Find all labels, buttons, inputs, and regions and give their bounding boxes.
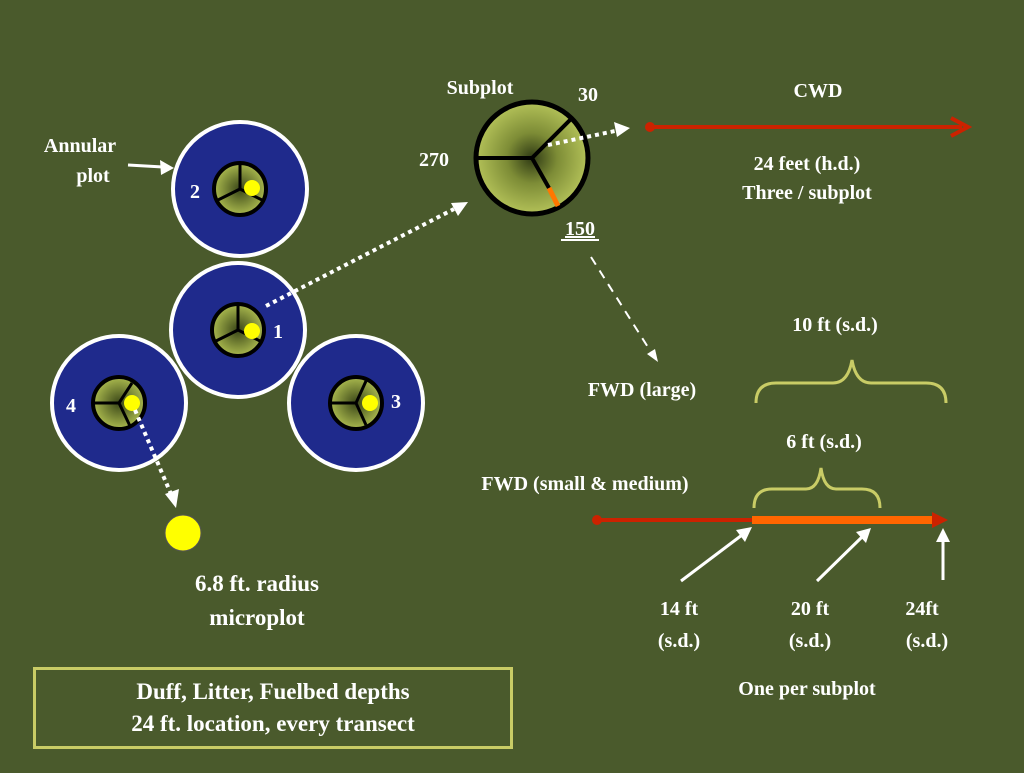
microplot-circle bbox=[164, 514, 202, 552]
fwd-large-brace bbox=[754, 359, 948, 404]
marker-20ft-line1: 20 ft bbox=[791, 598, 830, 620]
marker-14ft-arrow bbox=[680, 527, 752, 583]
depth-note-line2: 24 ft. location, every transect bbox=[131, 711, 415, 736]
fwd-transect-line bbox=[592, 512, 948, 528]
microplot-label-line1: 6.8 ft. radius bbox=[195, 571, 319, 596]
fwd-large-span-label: 10 ft (s.d.) bbox=[792, 314, 878, 336]
azimuth150-to-fwd-dashed-arrow bbox=[590, 256, 658, 362]
subplot-to-cwd-dotted-arrow bbox=[547, 122, 630, 147]
marker-14ft-line2: (s.d.) bbox=[658, 630, 700, 652]
annular-plot-label-line2: plot bbox=[76, 165, 110, 187]
marker-24ft-line2: (s.d.) bbox=[906, 630, 948, 652]
depth-note-line1: Duff, Litter, Fuelbed depths bbox=[136, 679, 410, 704]
marker-20ft-arrow bbox=[815, 528, 871, 583]
subplot-title: Subplot bbox=[447, 77, 514, 99]
fwd-large-label: FWD (large) bbox=[588, 379, 696, 401]
marker-20ft-line2: (s.d.) bbox=[789, 630, 831, 652]
microplot-label-line2: microplot bbox=[209, 605, 305, 630]
subplot-detail bbox=[473, 99, 591, 217]
cwd-length: 24 feet (h.d.) bbox=[754, 153, 861, 175]
azimuth-30-label: 30 bbox=[578, 84, 598, 106]
plot-number-3: 3 bbox=[391, 391, 401, 413]
azimuth-270-label: 270 bbox=[419, 149, 449, 171]
annular-plot-1 bbox=[169, 261, 307, 399]
marker-14ft-line1: 14 ft bbox=[660, 598, 699, 620]
plot1-to-subplot-dotted-arrow bbox=[265, 202, 468, 308]
fwd-small-span-label: 6 ft (s.d.) bbox=[786, 431, 862, 453]
plot4-to-microplot-dotted-arrow bbox=[133, 409, 179, 508]
fwd-frequency-label: One per subplot bbox=[738, 678, 876, 700]
annular-plot-2 bbox=[171, 120, 309, 258]
depth-note-box: Duff, Litter, Fuelbed depths 24 ft. loca… bbox=[33, 667, 513, 749]
annular-plot-3 bbox=[287, 334, 425, 472]
plot-number-2: 2 bbox=[190, 181, 200, 203]
cwd-transect-line bbox=[645, 116, 973, 138]
marker-24ft-line1: 24ft bbox=[905, 598, 939, 620]
annular-plot-label-line1: Annular bbox=[44, 135, 116, 157]
cwd-title: CWD bbox=[794, 80, 843, 102]
azimuth-150-label: 150 bbox=[565, 218, 595, 240]
annular-plot-4 bbox=[50, 334, 188, 472]
annular-plot-pointer-arrow bbox=[127, 160, 174, 175]
plot-number-1: 1 bbox=[273, 321, 283, 343]
fwd-small-medium-label: FWD (small & medium) bbox=[481, 473, 688, 495]
plot-number-4: 4 bbox=[66, 395, 76, 417]
fwd-small-brace bbox=[752, 467, 882, 509]
cwd-count: Three / subplot bbox=[742, 182, 872, 204]
marker-24ft-arrow bbox=[936, 528, 950, 580]
